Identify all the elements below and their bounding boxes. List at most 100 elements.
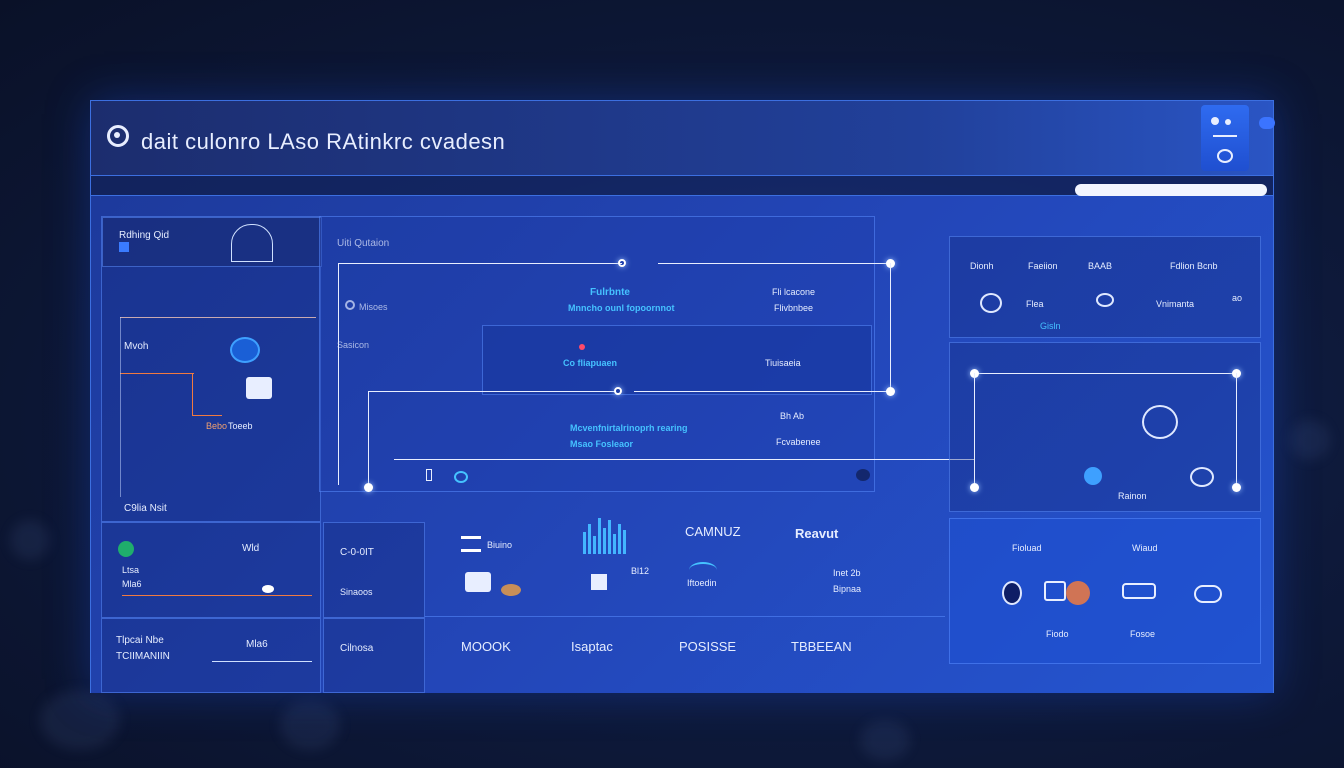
user-menu-button[interactable] [1201, 105, 1249, 171]
gauge-icon [231, 224, 273, 262]
list-icon [461, 536, 481, 552]
mini-bar [583, 532, 586, 554]
stat-label: Rainon [1118, 491, 1147, 501]
chart-line [192, 415, 222, 416]
stat-label: Wld [242, 543, 260, 554]
left-panel: Rdhing Qid Mvoh Bebo Toeeb C9lia Nsit [101, 216, 322, 522]
list-item: C-0-0IT [340, 547, 374, 558]
stat-label: TCIIMANIIN [116, 651, 170, 662]
stat-meta: Flea [1026, 299, 1044, 309]
stat-value: Reavut [795, 526, 839, 541]
mini-bar [603, 528, 606, 554]
stat-value: CAMNUZ [685, 524, 741, 539]
stat-meta: Vnimanta [1156, 299, 1195, 309]
stat-label: Fdlion Bcnb [1170, 261, 1218, 271]
flow-title: Co fliapuaen [563, 358, 618, 368]
flow-node[interactable] [1232, 483, 1241, 492]
flow-panel: Fulrbnte Mnncho ounl fopoornnot Fli lcac… [319, 216, 974, 492]
location-icon [1084, 467, 1102, 485]
dashboard-window: dait culonro LAso RAtinkrc cvadesn Rdhin… [90, 100, 1275, 693]
chart-gridline [120, 317, 316, 318]
title-bar: dait culonro LAso RAtinkrc cvadesn [91, 101, 1275, 176]
flow-connector [338, 263, 622, 264]
key-icon [1002, 581, 1022, 605]
cloud-icon [501, 584, 521, 596]
globe-icon [230, 337, 260, 363]
mid-left-column: Uiti Qutaion Misoes Sasicon [323, 226, 423, 522]
panel-title: Rdhing Qid [119, 230, 170, 241]
flow-connector [1236, 373, 1237, 487]
mini-bar [623, 530, 626, 554]
flow-subtitle: Mnncho ounl fopoornnot [568, 303, 675, 313]
chart-sub-label: Toeeb [228, 421, 253, 431]
gauge-icon [1190, 467, 1214, 487]
list-item: Sasicon [337, 340, 370, 350]
app-title: dait culonro LAso RAtinkrc cvadesn [141, 129, 506, 154]
sync-icon[interactable] [454, 471, 468, 483]
mini-bar [613, 534, 616, 554]
chart-foot-label: Bebo [206, 421, 228, 431]
stat-label: Mla6 [122, 579, 142, 589]
box-icon [591, 574, 607, 590]
list-item: Sinaoos [340, 587, 373, 597]
window-control-icon[interactable] [1259, 117, 1275, 129]
stat-label: Dionh [970, 261, 994, 271]
stat-label: Faeiion [1028, 261, 1058, 271]
flow-node[interactable] [886, 387, 895, 396]
doc-icon [426, 469, 432, 481]
stat-sub: Fosoe [1130, 629, 1156, 639]
avatar-icon [1217, 149, 1233, 163]
flow-connector [974, 373, 975, 487]
stat-label: BAAB [1088, 261, 1113, 271]
leaf-icon [118, 541, 134, 557]
flow-meta: Fli lcacone [772, 287, 816, 297]
flow-connector [658, 263, 888, 264]
flow-meta: Fcvabenee [776, 437, 821, 447]
action-button[interactable]: POSISSE [679, 639, 737, 654]
stat-meta: Inet 2b [833, 568, 861, 578]
stat-label: Biuino [487, 540, 513, 550]
left-panel-header: Rdhing Qid [102, 217, 322, 267]
left-lower-panel: Wld Ltsa Mla6 [101, 522, 321, 618]
monitor-icon [1044, 581, 1066, 601]
action-button[interactable]: Isaptac [571, 639, 613, 654]
truck-icon [1122, 583, 1156, 599]
flow-connector [974, 373, 1240, 374]
panel-footer: C9lia Nsit [124, 503, 167, 514]
alert-icon [579, 344, 585, 350]
flow-node[interactable] [970, 483, 979, 492]
chart-axis [120, 317, 121, 497]
section-title: Uiti Qutaion [337, 238, 390, 249]
user-icon [1066, 581, 1090, 605]
mid-left-bottom-panel: Cilnosa [323, 618, 425, 693]
mini-bar [618, 524, 621, 554]
mini-bar [593, 536, 596, 554]
divider [212, 661, 312, 662]
shield-icon[interactable] [1142, 405, 1178, 439]
chart-line [120, 373, 194, 374]
folder-icon [465, 572, 491, 592]
mini-bar-chart [583, 516, 626, 554]
marker-icon [262, 585, 274, 593]
arc-icon [689, 562, 717, 578]
action-button[interactable]: MOOOK [461, 639, 511, 654]
node-icon [345, 300, 355, 310]
flow-node[interactable] [614, 387, 622, 395]
status-dot-icon [1211, 117, 1219, 125]
toggle-icon[interactable] [1194, 585, 1222, 603]
action-button[interactable]: TBBEEAN [791, 639, 852, 654]
flow-title: Mcvenfnirtalrinoprh rearing [570, 423, 688, 433]
cloud-icon [1096, 293, 1114, 307]
mini-bar [608, 520, 611, 554]
status-dot-icon [856, 469, 870, 481]
flow-node[interactable] [618, 259, 626, 267]
search-input[interactable] [1075, 184, 1267, 196]
flow-subtitle: Msao Fosleaor [570, 439, 634, 449]
flow-title: Fulrbnte [590, 287, 630, 298]
flow-node[interactable] [364, 483, 373, 492]
flow-connector [634, 391, 890, 392]
main-content: Rdhing Qid Mvoh Bebo Toeeb C9lia Nsit Wl… [91, 184, 1273, 693]
stat-sub: Gisln [1040, 321, 1061, 331]
flow-meta: Bh Ab [780, 411, 805, 421]
legend-swatch [119, 242, 129, 252]
